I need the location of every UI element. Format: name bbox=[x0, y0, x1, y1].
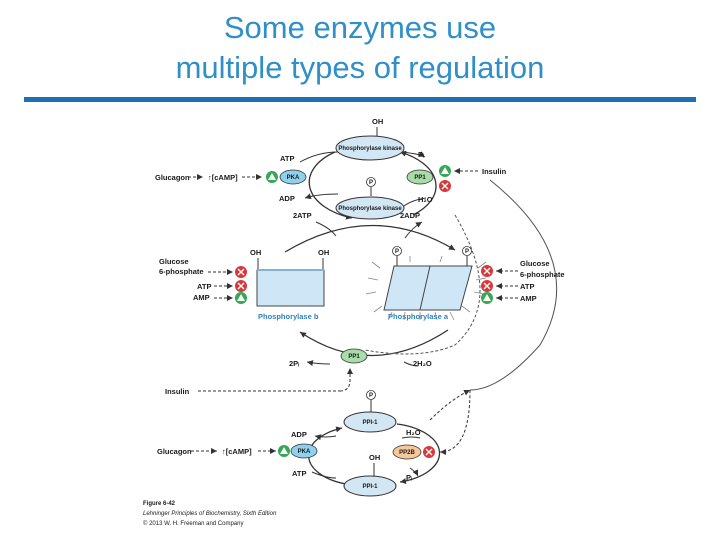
camp-top-label: ↑[cAMP] bbox=[208, 173, 238, 182]
phosphate-p-bottom: P bbox=[369, 393, 373, 399]
up-triangle-icon bbox=[268, 173, 276, 180]
caption-figure-number: Figure 6-42 bbox=[143, 501, 176, 507]
effector-atp-right: ATP bbox=[520, 282, 534, 291]
ppi1-top-label: PPI-1 bbox=[362, 420, 378, 426]
x-mark-icon bbox=[425, 448, 433, 456]
phosphate-marker bbox=[392, 246, 402, 256]
title-underline bbox=[24, 97, 696, 102]
phosphorylase-kinase-label: Phosphorylase kinase bbox=[338, 146, 402, 152]
adp-bottom-label: ADP bbox=[291, 430, 307, 439]
ppi1-active bbox=[343, 411, 397, 433]
phosphate-marker bbox=[366, 390, 376, 400]
pka-enzyme-top bbox=[279, 169, 307, 185]
pp1-enzyme-mid bbox=[340, 348, 368, 364]
two-adp-label: 2ADP bbox=[400, 211, 420, 220]
active-state-rays bbox=[365, 255, 487, 321]
ppi1-inactive bbox=[343, 475, 397, 497]
x-mark-icon bbox=[237, 282, 245, 290]
phosphorylase-a-label: Phosphorylase a bbox=[388, 312, 449, 321]
phosphate-p-right: P bbox=[465, 249, 469, 255]
pp2b-enzyme bbox=[392, 444, 422, 460]
effector-atp-left: ATP bbox=[197, 282, 211, 291]
h2o-top-label: H₂O bbox=[418, 195, 433, 204]
pp1-mid-label: PP1 bbox=[348, 354, 360, 360]
atp-top-label: ATP bbox=[280, 154, 294, 163]
title-line-2: multiple types of regulation bbox=[175, 50, 545, 85]
up-triangle-icon bbox=[441, 167, 449, 174]
up-triangle-icon bbox=[280, 447, 288, 454]
effector-amp-right: AMP bbox=[520, 294, 537, 303]
right-effectors: Glucose 6-phosphate ATP AMP bbox=[481, 259, 565, 304]
kinase-cycle-left-arc bbox=[308, 151, 353, 220]
insulin-mid-label: Insulin bbox=[165, 387, 190, 396]
phosphate-p-label: P bbox=[369, 180, 373, 186]
effector-g6p-right: 6-phosphate bbox=[520, 270, 565, 279]
phosphorylase-conversion: 2ATP 2ADP OH OH Phosphorylase b Glucose … bbox=[159, 211, 565, 368]
phosphate-marker bbox=[366, 177, 376, 187]
ppi1-cycle-left-arc bbox=[308, 426, 347, 485]
up-triangle-icon bbox=[237, 294, 245, 301]
x-mark-icon bbox=[441, 182, 449, 190]
pka-enzyme-bottom bbox=[290, 443, 318, 459]
phosphate-p-left: P bbox=[395, 249, 399, 255]
effector-amp-left: AMP bbox=[193, 293, 210, 302]
kinase-cycle: OH Phosphorylase kinase ATP ADP Pᵢ H₂O G… bbox=[155, 117, 507, 220]
pp2b-label: PP2B bbox=[399, 450, 415, 456]
ppi1-bottom-label: PPI-1 bbox=[362, 484, 378, 490]
adp-top-label: ADP bbox=[279, 194, 295, 203]
atp-bottom-label: ATP bbox=[292, 469, 306, 478]
x-mark-icon bbox=[237, 268, 245, 276]
phosphorylation-arrow bbox=[284, 224, 456, 253]
pka-top-label: PKA bbox=[287, 175, 300, 181]
pi-bottom-label: Pᵢ bbox=[406, 473, 412, 482]
phosphorylase-kinase-active-label: Phosphorylase kinase bbox=[338, 206, 402, 212]
x-mark-icon bbox=[483, 267, 491, 275]
figure-caption: Figure 6-42 Lehninger Principles of Bioc… bbox=[143, 501, 277, 527]
glucagon-bottom-label: Glucagon bbox=[157, 447, 192, 456]
ppi1-cycle: Insulin P PPI-1 ADP ATP H₂O Pᵢ OH Glucag… bbox=[157, 368, 471, 497]
pp1-enzyme-top bbox=[406, 169, 434, 185]
title-line-1: Some enzymes use bbox=[223, 10, 497, 45]
pka-bottom-label: PKA bbox=[298, 449, 311, 455]
phosphorylase-a-box bbox=[383, 265, 473, 311]
glucagon-top-label: Glucagon bbox=[155, 173, 190, 182]
oh-right-label: OH bbox=[318, 248, 329, 257]
insulin-top-label: Insulin bbox=[482, 167, 507, 176]
pp1-top-label: PP1 bbox=[414, 175, 426, 181]
phosphorylase-kinase-active bbox=[335, 196, 405, 220]
two-h2o-label: 2H₂O bbox=[413, 359, 432, 368]
camp-bottom-label: ↑[cAMP] bbox=[222, 447, 252, 456]
x-mark-icon bbox=[483, 282, 491, 290]
left-effectors: Glucose 6-phosphate ATP AMP bbox=[159, 257, 247, 304]
caption-copyright: © 2013 W. H. Freeman and Company bbox=[143, 520, 243, 527]
two-atp-label: 2ATP bbox=[293, 211, 312, 220]
phosphorylase-b-label: Phosphorylase b bbox=[258, 312, 319, 321]
kinase-cycle-right-arc bbox=[399, 150, 437, 216]
phosphorylase-b-box bbox=[256, 269, 325, 307]
phosphorylase-kinase-inactive bbox=[335, 135, 405, 161]
phosphate-marker bbox=[462, 246, 472, 256]
effector-glucose-right: Glucose bbox=[520, 259, 550, 268]
pi-top-label: Pᵢ bbox=[418, 150, 424, 159]
dephosphorylation-arrow bbox=[299, 329, 449, 357]
oh-left-label: OH bbox=[250, 248, 261, 257]
kinase-oh-label: OH bbox=[372, 117, 383, 126]
two-pi-label: 2Pᵢ bbox=[289, 359, 299, 368]
slide-title: Some enzymes use multiple types of regul… bbox=[0, 8, 720, 88]
caption-book-title: Lehninger Principles of Biochemistry, Si… bbox=[143, 511, 277, 517]
up-triangle-icon bbox=[483, 294, 491, 301]
effector-g6p-left: 6-phosphate bbox=[159, 267, 204, 276]
effector-glucose-left: Glucose bbox=[159, 257, 189, 266]
oh-bottom-label: OH bbox=[369, 453, 380, 462]
h2o-bottom-label: H₂O bbox=[406, 428, 421, 437]
insulin-feedback-line bbox=[469, 179, 558, 391]
ppi1-cycle-right-arc bbox=[396, 423, 441, 485]
